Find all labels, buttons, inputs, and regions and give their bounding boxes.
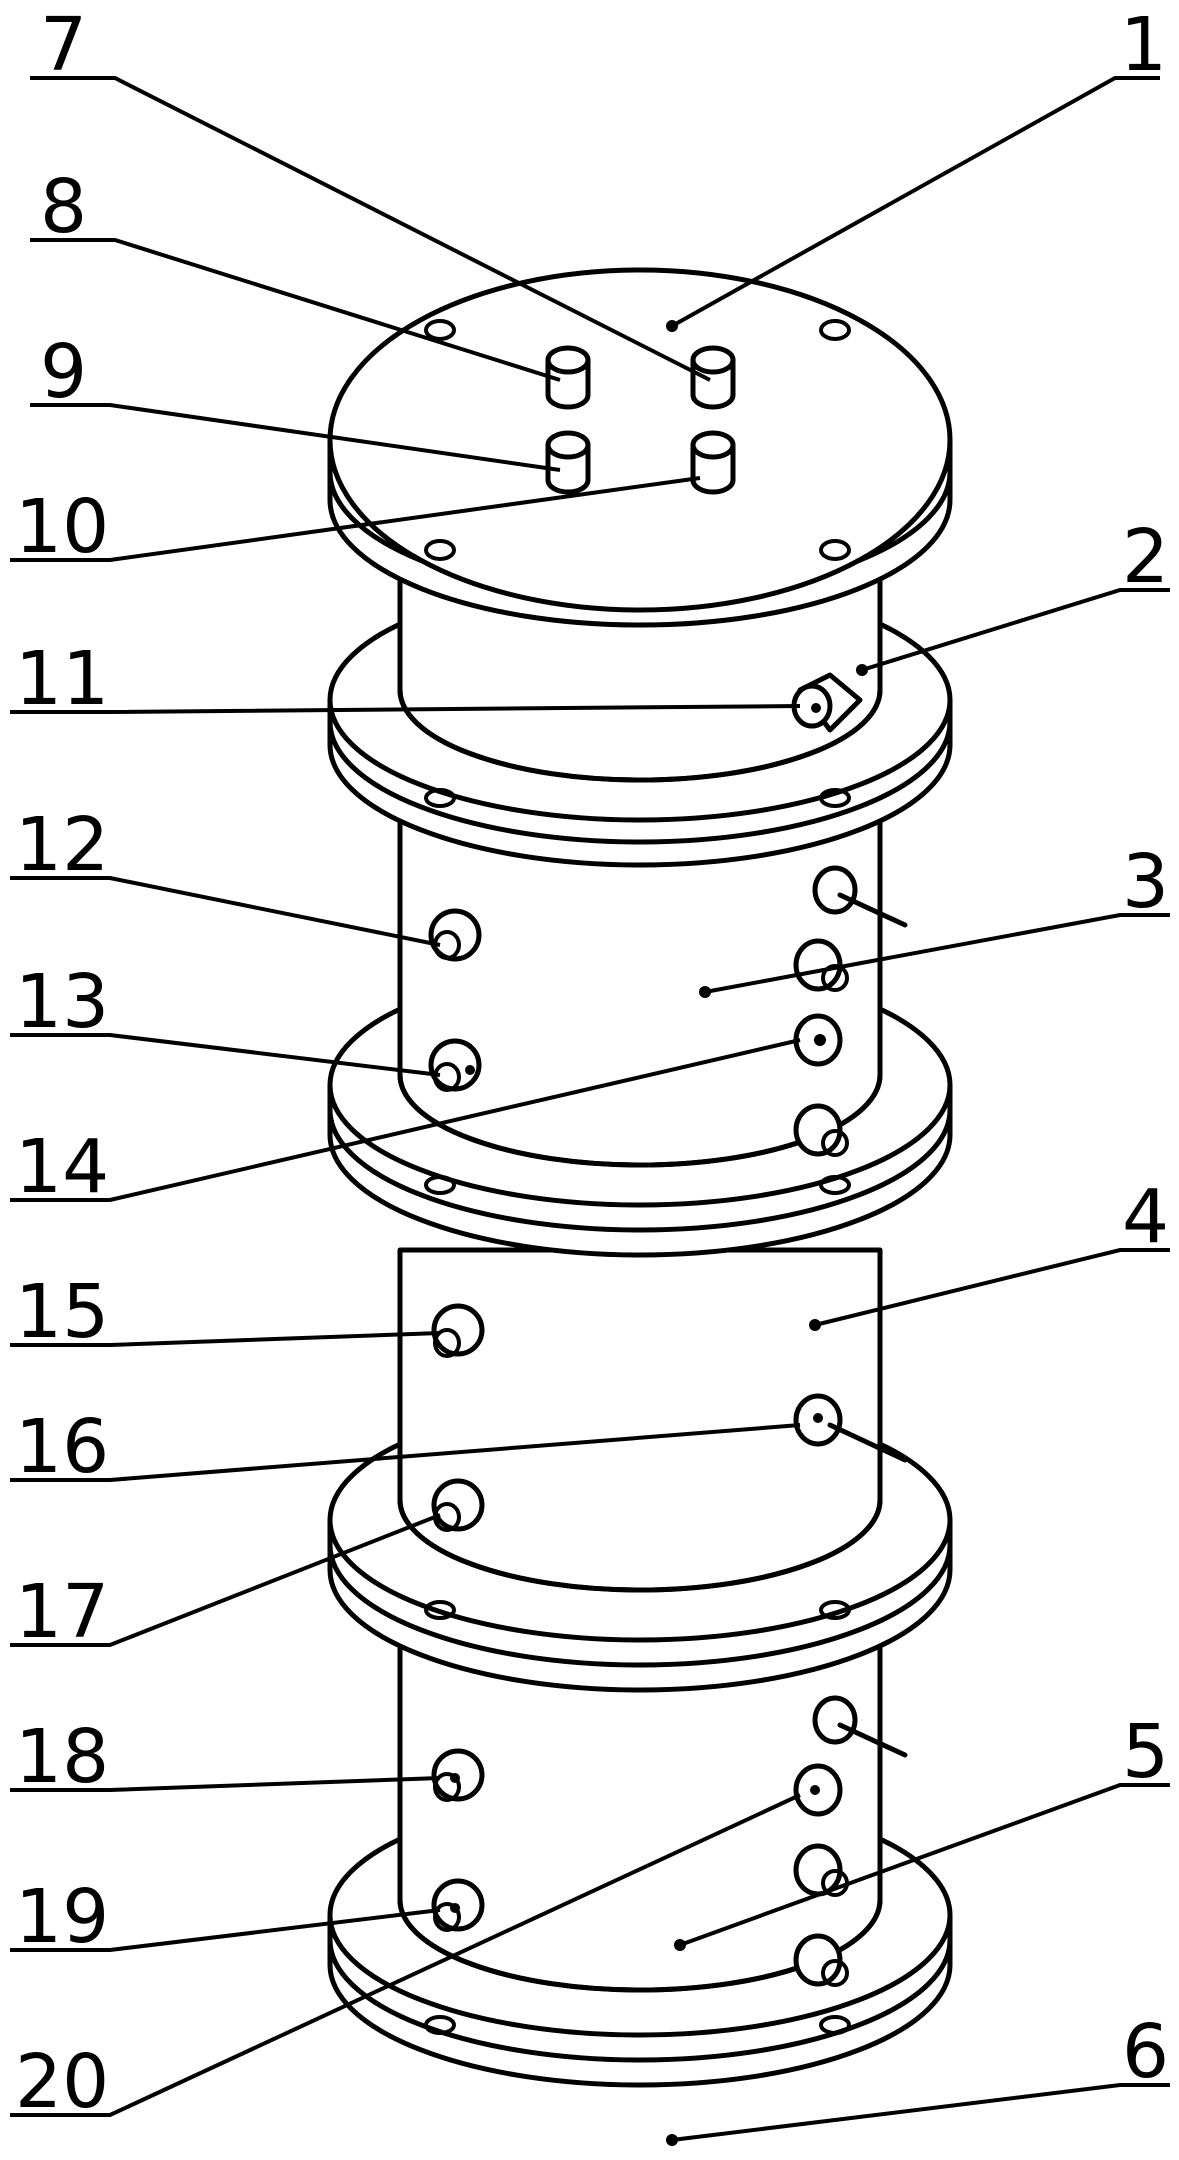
leader-2 <box>861 588 1170 672</box>
port-17 <box>431 1478 485 1532</box>
cylinder-section-3 <box>397 817 883 1168</box>
connector-8 <box>545 345 591 410</box>
leader-15 <box>10 1331 441 1347</box>
label-13: 13 <box>15 959 109 1045</box>
connector-9 <box>545 430 591 495</box>
leader-18 <box>10 1776 441 1792</box>
port-12 <box>428 908 482 962</box>
port-3a <box>812 865 908 928</box>
port-18 <box>431 1748 485 1802</box>
label-8: 8 <box>40 164 87 250</box>
top-cover-1 <box>327 267 953 628</box>
cylinder-section-5 <box>397 1637 883 1993</box>
leader-19 <box>10 1908 441 1952</box>
label-19: 19 <box>15 1874 109 1960</box>
label-11: 11 <box>15 636 109 722</box>
leader-11 <box>10 704 801 714</box>
leader-5 <box>679 1783 1170 1947</box>
leader-20 <box>10 1793 801 2117</box>
leader-8 <box>30 238 561 382</box>
leader-1 <box>671 76 1160 328</box>
label-5: 5 <box>1122 1709 1169 1795</box>
label-17: 17 <box>15 1569 109 1655</box>
port-5a <box>812 1695 908 1758</box>
label-6: 6 <box>1122 2009 1169 2095</box>
label-15: 15 <box>15 1269 109 1355</box>
port-3c <box>793 1103 849 1157</box>
part-labels: 1 2 3 4 5 6 7 8 9 10 11 12 13 14 15 16 1… <box>15 2 1169 2125</box>
top-connectors <box>545 345 736 495</box>
leader-10 <box>10 476 701 562</box>
leader-lines <box>10 76 1170 2146</box>
leader-9 <box>30 403 561 472</box>
port-13 <box>428 1038 482 1092</box>
label-14: 14 <box>15 1124 109 1210</box>
leader-16 <box>10 1423 801 1482</box>
label-7: 7 <box>40 2 87 88</box>
port-19 <box>431 1878 485 1932</box>
leader-14 <box>10 1038 801 1202</box>
label-3: 3 <box>1122 839 1169 925</box>
leader-17 <box>10 1513 441 1647</box>
leader-13 <box>10 1033 441 1077</box>
leader-3 <box>704 913 1170 994</box>
label-10: 10 <box>15 484 109 570</box>
label-9: 9 <box>40 329 87 415</box>
label-16: 16 <box>15 1404 109 1490</box>
port-11 <box>791 672 863 733</box>
port-5c <box>793 1933 849 1987</box>
port-15 <box>431 1303 485 1358</box>
leader-12 <box>10 876 441 947</box>
label-2: 2 <box>1122 514 1169 600</box>
port-20 <box>793 1763 843 1817</box>
label-1: 1 <box>1120 2 1167 88</box>
label-20: 20 <box>15 2039 109 2125</box>
leader-6 <box>671 2083 1170 2142</box>
port-14 <box>793 1013 843 1067</box>
side-ports <box>428 672 908 1987</box>
port-16 <box>793 1393 908 1463</box>
label-18: 18 <box>15 1714 109 1800</box>
label-12: 12 <box>15 802 109 888</box>
connector-10 <box>690 430 736 495</box>
connector-7 <box>690 345 736 410</box>
cylinder-section-4 <box>397 1247 883 1593</box>
leader-4 <box>814 1248 1170 1327</box>
label-4: 4 <box>1122 1174 1169 1260</box>
leader-7 <box>30 76 711 382</box>
